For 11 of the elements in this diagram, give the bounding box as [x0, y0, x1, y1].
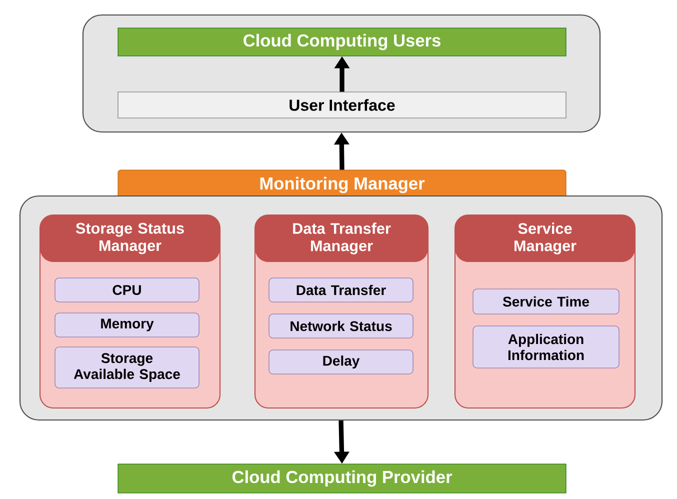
item-box: Application Information — [472, 326, 620, 368]
title-bar: Cloud Computing Users — [118, 28, 566, 56]
title-bar: Cloud Computing Provider — [118, 464, 566, 494]
interface-bar: User Interface — [118, 92, 566, 118]
item-box: Service Time — [472, 288, 620, 314]
item-box: Memory — [54, 312, 200, 338]
item-box: Storage Available Space — [54, 346, 200, 388]
item-box: Network Status — [268, 314, 414, 338]
item-box: Data Transfer — [268, 278, 414, 302]
item-box: CPU — [54, 278, 200, 302]
item-box: Delay — [268, 350, 414, 374]
